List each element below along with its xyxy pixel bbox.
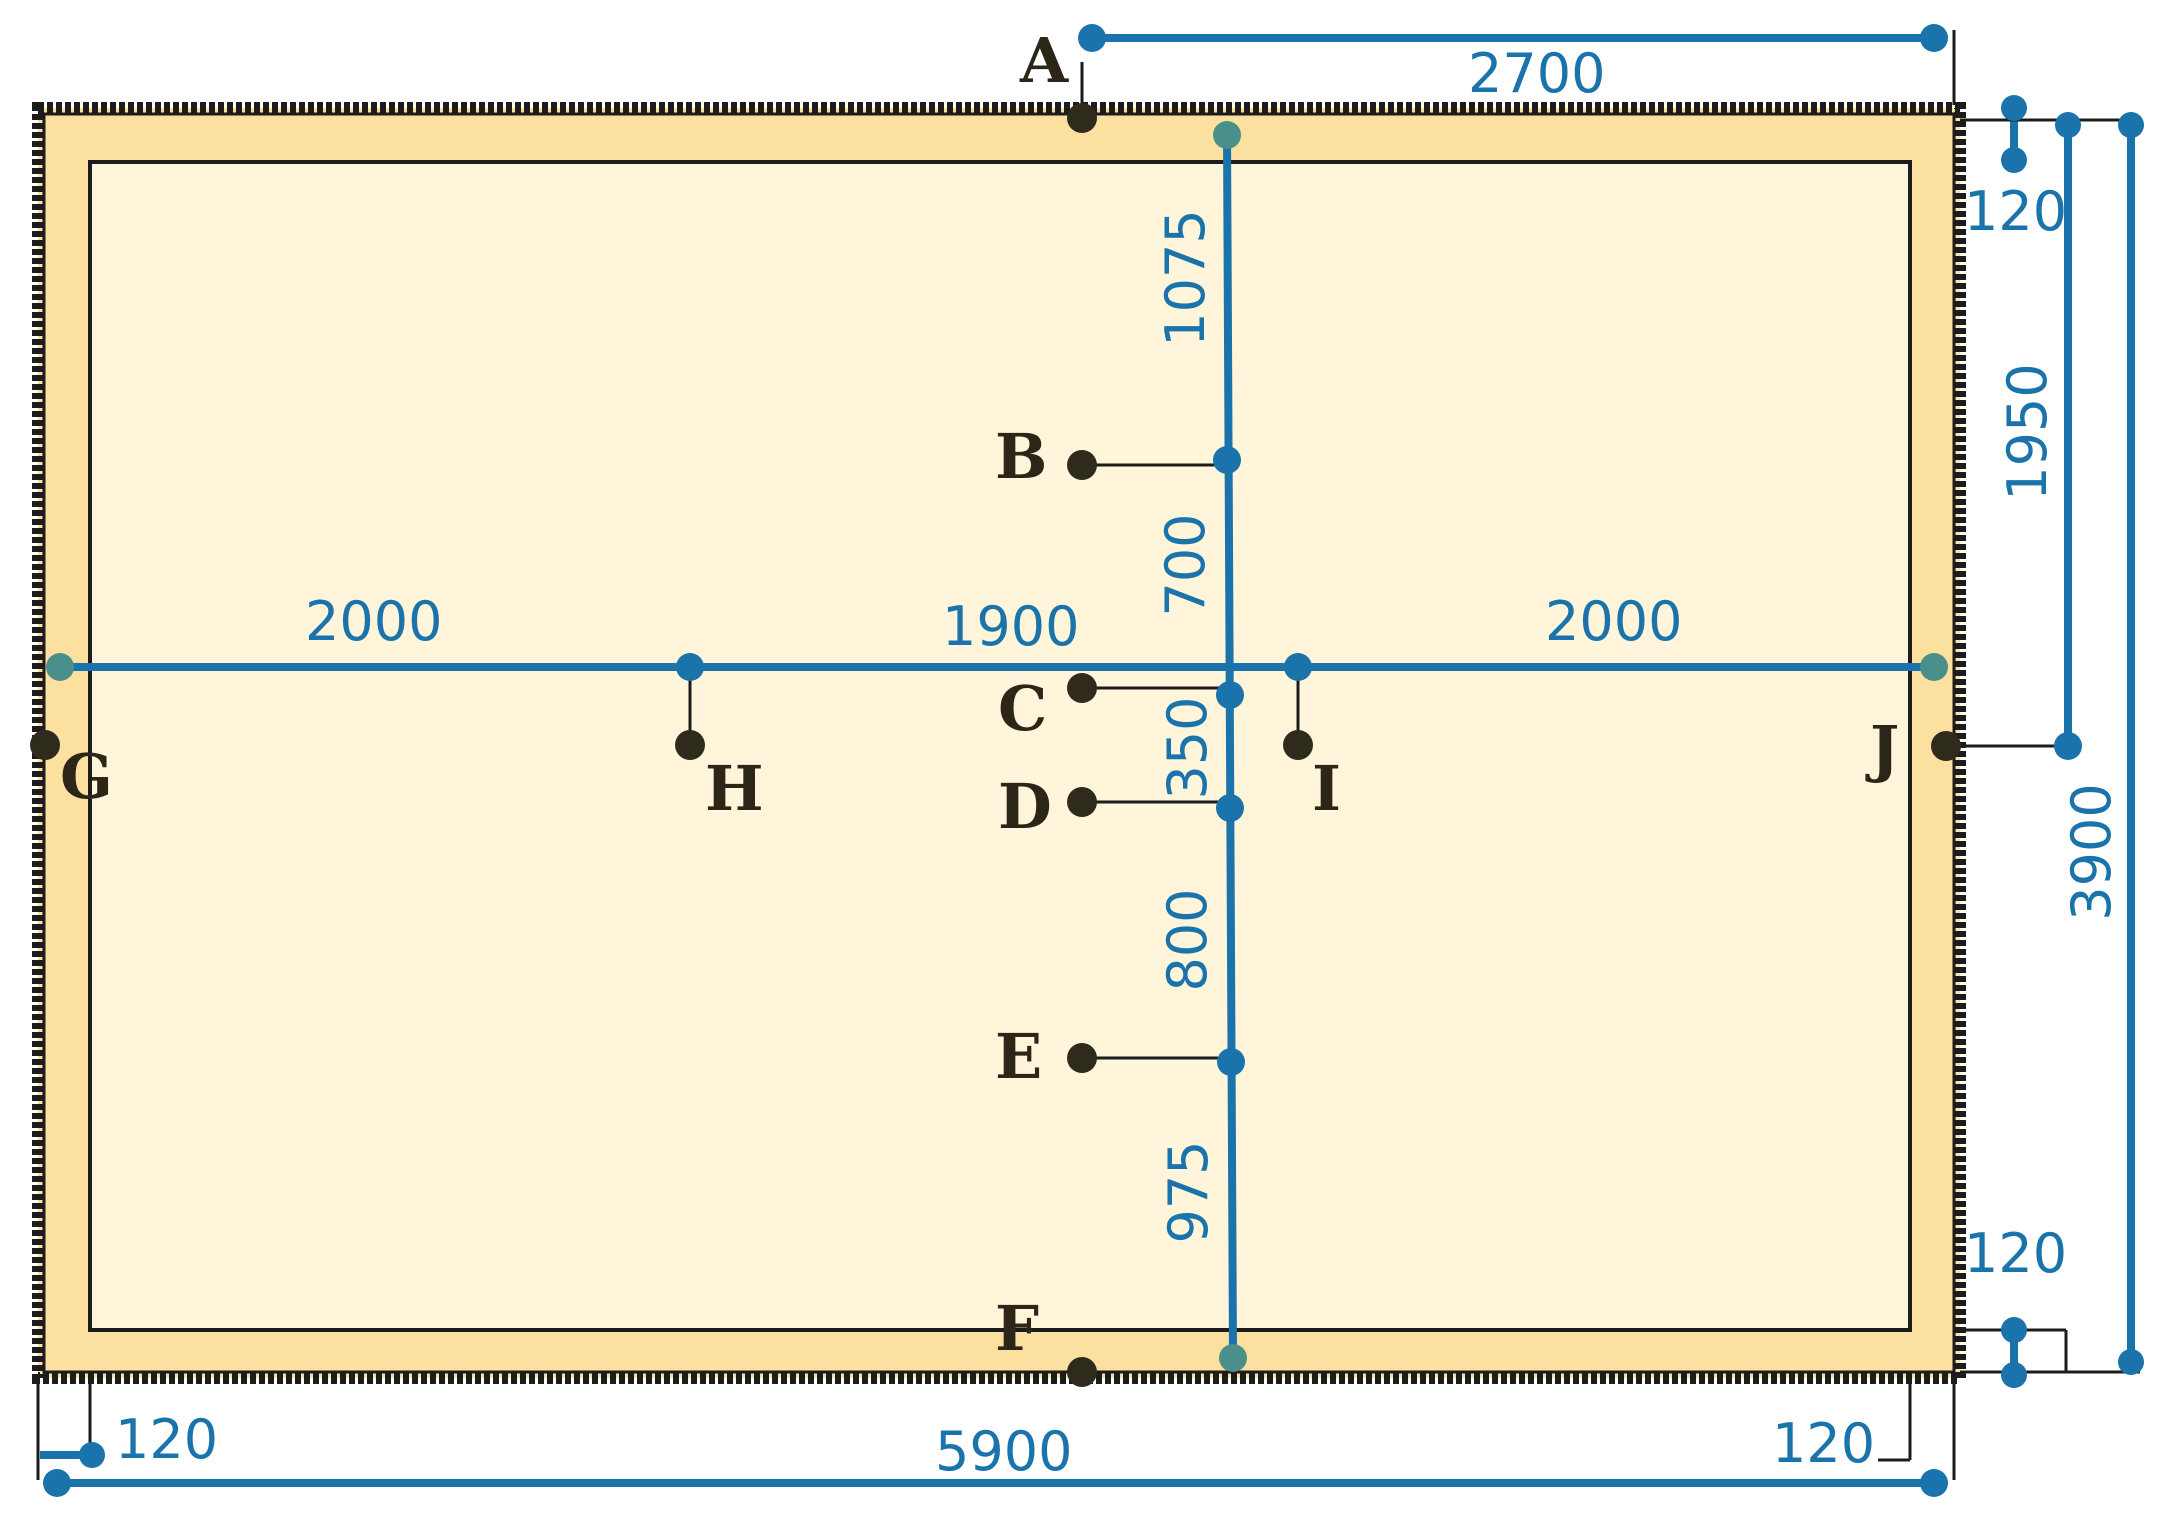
dim-label-700: 700 xyxy=(1154,513,1217,616)
dim-label-1075: 1075 xyxy=(1154,209,1217,346)
point-G-marker xyxy=(30,730,60,760)
node xyxy=(1216,681,1244,709)
node xyxy=(2001,1317,2027,1343)
point-F-marker xyxy=(1067,1357,1097,1387)
node xyxy=(1213,121,1241,149)
dim-label-right-120-bottom: 120 xyxy=(1964,1222,2067,1285)
node xyxy=(1920,24,1948,52)
point-E-label: E xyxy=(995,1020,1042,1093)
node xyxy=(2055,112,2081,138)
node xyxy=(1213,446,1241,474)
point-H-marker xyxy=(675,730,705,760)
dim-label-975: 975 xyxy=(1157,1140,1220,1243)
point-H-label: H xyxy=(705,752,764,825)
node xyxy=(43,1469,71,1497)
dim-label-1900: 1900 xyxy=(942,595,1079,658)
node xyxy=(1217,1048,1245,1076)
node xyxy=(2001,95,2027,121)
node xyxy=(1284,653,1312,681)
dimension-labels: 2700 1075 700 350 800 975 2000 1900 2000… xyxy=(115,42,2123,1483)
point-B-marker xyxy=(1067,450,1097,480)
point-I-marker xyxy=(1283,730,1313,760)
point-D-marker xyxy=(1067,787,1097,817)
node xyxy=(2054,732,2082,760)
point-I-label: I xyxy=(1312,752,1341,825)
point-A-marker xyxy=(1067,103,1097,133)
dim-label-3900: 3900 xyxy=(2060,783,2123,920)
point-B-label: B xyxy=(995,420,1047,493)
point-C-marker xyxy=(1067,673,1097,703)
inner-floor xyxy=(88,160,1912,1332)
node xyxy=(676,653,704,681)
node xyxy=(2001,147,2027,173)
point-G-label: G xyxy=(60,740,113,813)
dim-label-bottom-120-left: 120 xyxy=(115,1408,218,1471)
point-A-label: A xyxy=(1019,24,1069,97)
node xyxy=(2001,1362,2027,1388)
dim-line-vertical-axis xyxy=(1223,134,1237,1359)
node xyxy=(46,653,74,681)
node xyxy=(1920,653,1948,681)
room xyxy=(32,102,1966,1384)
dim-label-2000-right: 2000 xyxy=(1545,590,1682,653)
node xyxy=(2118,1349,2144,1375)
node xyxy=(2118,112,2144,138)
dim-label-top-2700: 2700 xyxy=(1468,42,1605,105)
point-C-label: C xyxy=(998,672,1047,745)
point-labels: A B C D E F G H I J xyxy=(60,24,1899,1365)
dimension-nodes xyxy=(43,24,2144,1497)
dim-label-bottom-120-right: 120 xyxy=(1772,1412,1875,1475)
point-D-label: D xyxy=(998,770,1052,843)
measurement-points xyxy=(30,103,1961,1387)
node xyxy=(1078,24,1106,52)
node xyxy=(1920,1469,1948,1497)
dim-label-2000-left: 2000 xyxy=(305,590,442,653)
point-J-marker xyxy=(1931,731,1961,761)
point-J-label: J xyxy=(1865,712,1899,785)
point-F-label: F xyxy=(995,1292,1039,1365)
dim-label-5900: 5900 xyxy=(935,1420,1072,1483)
point-E-marker xyxy=(1067,1043,1097,1073)
node xyxy=(1216,794,1244,822)
dim-label-right-120-top: 120 xyxy=(1964,180,2067,243)
node xyxy=(79,1442,105,1468)
dim-label-350: 350 xyxy=(1156,696,1219,799)
dim-label-1950: 1950 xyxy=(1996,363,2059,500)
node xyxy=(1219,1344,1247,1372)
dim-label-800: 800 xyxy=(1156,888,1219,991)
